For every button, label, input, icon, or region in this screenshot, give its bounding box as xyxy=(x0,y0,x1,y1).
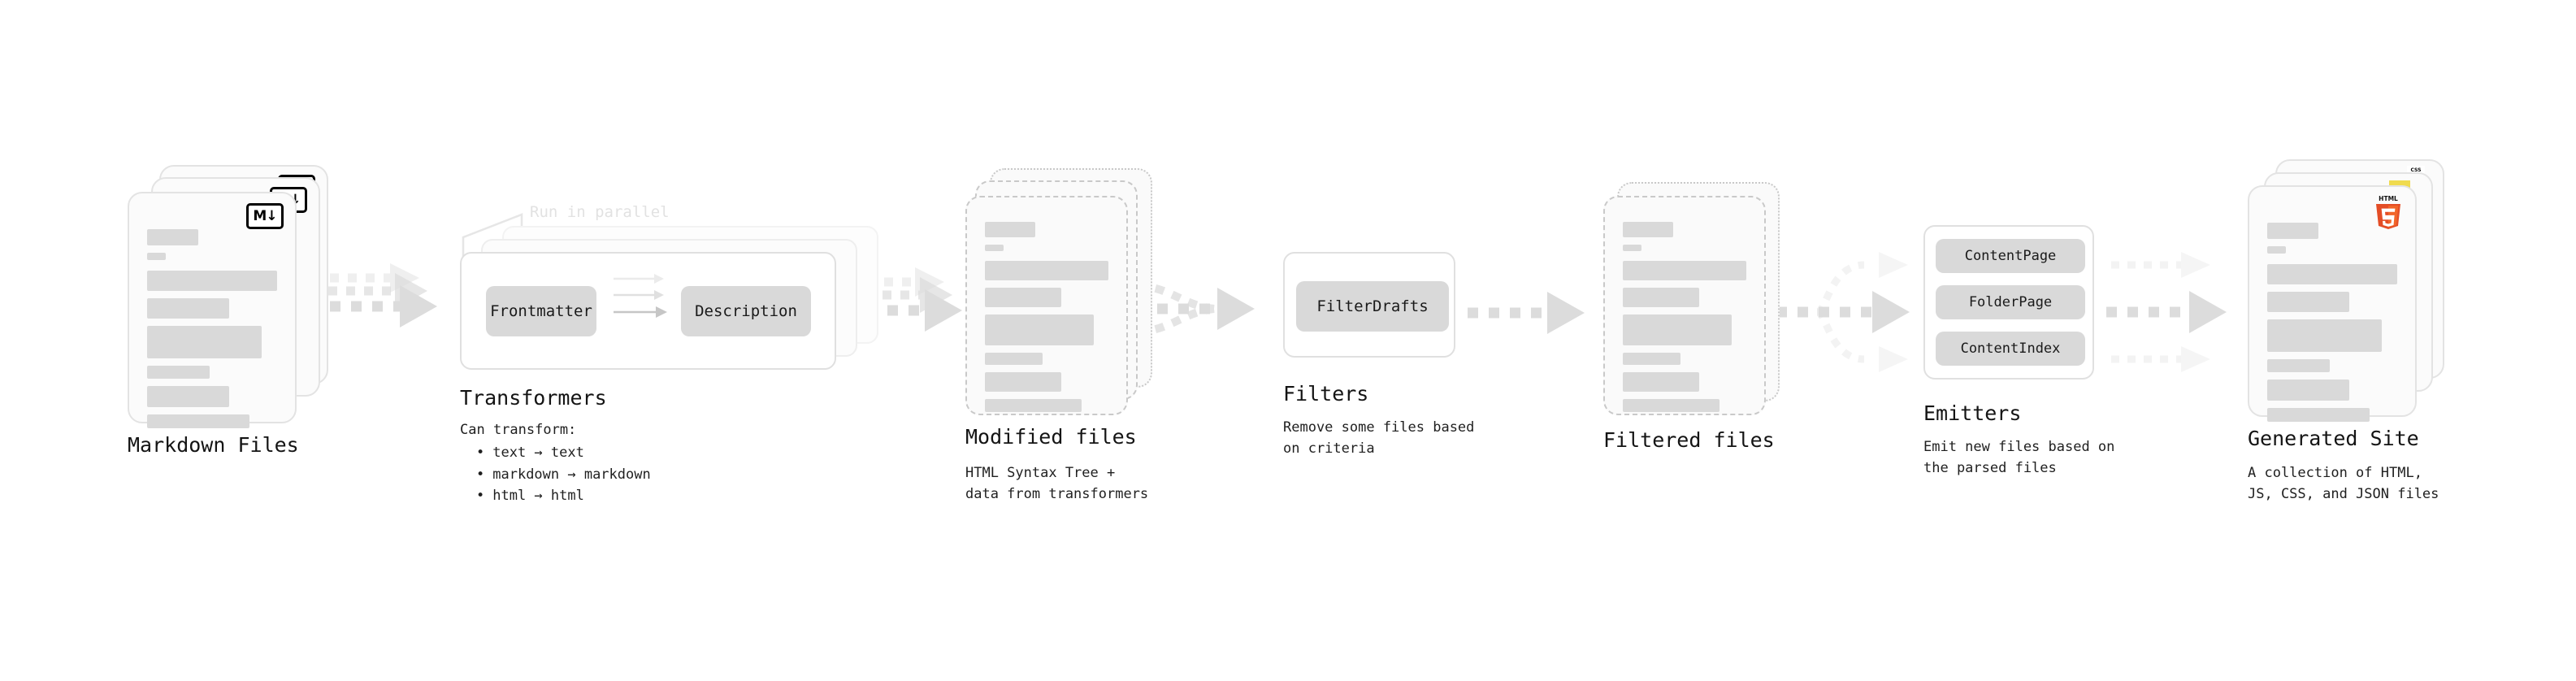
skeleton-bars xyxy=(985,222,1108,419)
markdown-file-card: M↓ xyxy=(128,192,297,428)
stage-title-modified-files: Modified files xyxy=(965,425,1137,449)
svg-text:HTML: HTML xyxy=(2379,195,2398,202)
arrow-filters-to-filtered xyxy=(1468,292,1585,334)
arrow-emitters-to-site xyxy=(2106,252,2227,372)
skeleton-bars xyxy=(147,229,277,436)
stage-title-generated-site: Generated Site xyxy=(2248,427,2419,450)
site-file-card: HTML xyxy=(2248,185,2417,422)
capability-item: markdown → markdown xyxy=(476,464,650,485)
markdown-badge: M↓ xyxy=(246,203,284,229)
arrow-markdown-to-transformers xyxy=(309,263,437,327)
css-badge-label: CSS xyxy=(2410,167,2422,173)
emitters-panel: ContentPage FolderPage ContentIndex xyxy=(1923,225,2094,380)
filtered-file-card xyxy=(1603,196,1766,415)
stage-subtitle-filters: Remove some files based on criteria xyxy=(1283,419,1475,457)
skeleton-bars xyxy=(1623,222,1746,419)
capabilities-header: Can transform: xyxy=(460,422,577,438)
stage-title-emitters: Emitters xyxy=(1923,401,2022,425)
stage-title-markdown-files: Markdown Files xyxy=(128,433,299,457)
capability-item: html → html xyxy=(476,485,651,506)
stage-title-filters: Filters xyxy=(1283,382,1369,406)
stage-title-filtered-files: Filtered files xyxy=(1603,428,1775,452)
transformers-capabilities: Can transform: text → text markdown → ma… xyxy=(460,419,651,506)
html5-badge: HTML xyxy=(2374,193,2402,231)
stage-subtitle-emitters: Emit new files based on the parsed files xyxy=(1923,439,2115,476)
stage-subtitle-generated-site: A collection of HTML, JS, CSS, and JSON … xyxy=(2248,465,2439,502)
chip-contentpage[interactable]: ContentPage xyxy=(1936,239,2085,273)
chip-description[interactable]: Description xyxy=(681,286,811,336)
capability-item: text → text xyxy=(476,442,651,463)
filters-panel: FilterDrafts xyxy=(1283,252,1455,358)
run-in-parallel-label: Run in parallel xyxy=(530,203,670,221)
chip-filterdrafts[interactable]: FilterDrafts xyxy=(1296,281,1449,332)
chip-folderpage[interactable]: FolderPage xyxy=(1936,285,2085,319)
chip-contentindex[interactable]: ContentIndex xyxy=(1936,332,2085,366)
modified-file-card xyxy=(965,196,1128,415)
arrow-modified-to-filters xyxy=(1136,282,1255,336)
arrow-filtered-to-emitters xyxy=(1776,252,1910,372)
stage-title-transformers: Transformers xyxy=(460,386,607,410)
transformer-panel: Frontmatter Description xyxy=(460,252,836,370)
stage-subtitle-modified-files: HTML Syntax Tree + data from transformer… xyxy=(965,465,1149,502)
chip-frontmatter[interactable]: Frontmatter xyxy=(486,286,596,336)
arrow-frontmatter-to-description xyxy=(614,274,667,318)
arrow-transformers-to-modified xyxy=(845,267,962,332)
skeleton-bars xyxy=(2267,223,2397,429)
